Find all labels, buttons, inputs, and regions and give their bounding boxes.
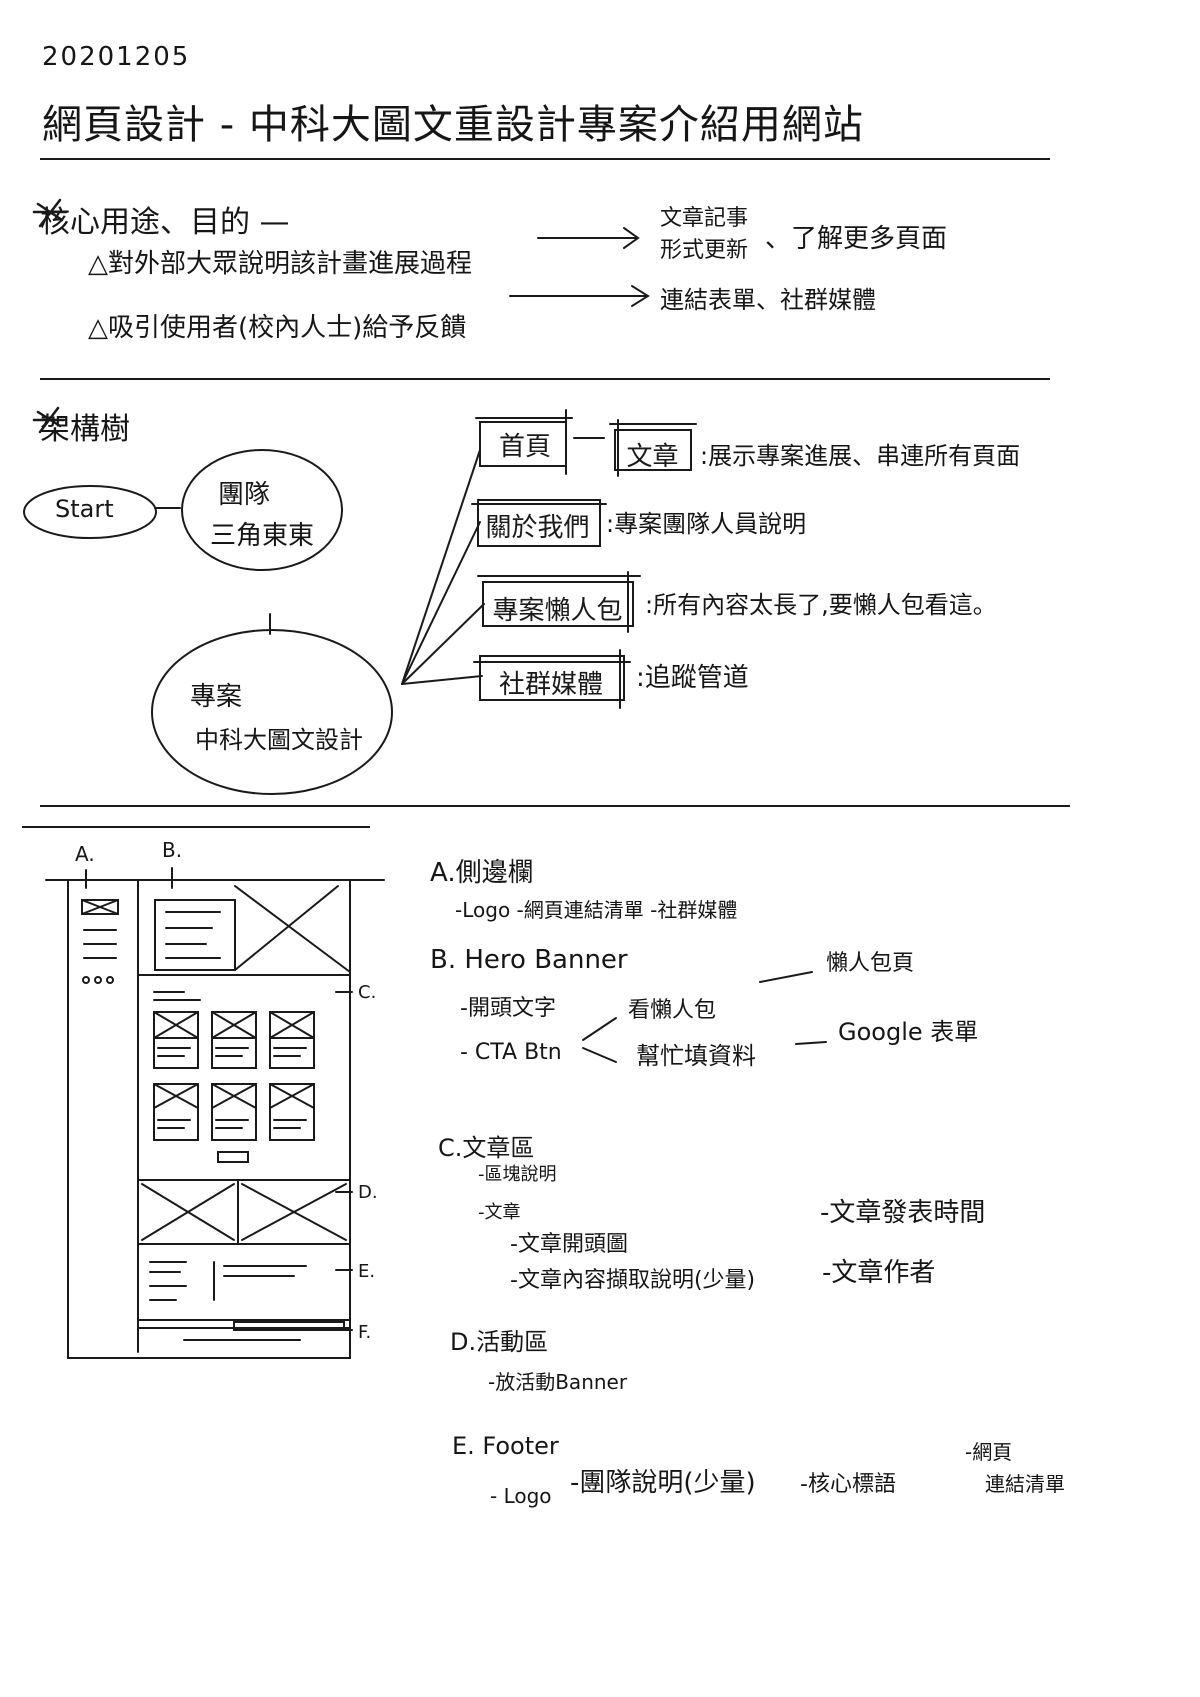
wireframe-label-a: A. xyxy=(75,842,95,866)
tree-heading: 架構樹 xyxy=(40,412,130,447)
page-title: 網頁設計 - 中科大圖文重設計專案介紹用網站 xyxy=(42,102,864,148)
note-b-branch2-target: Google 表單 xyxy=(838,1018,979,1046)
purpose-item-1-result-line2: 形式更新 xyxy=(660,238,749,263)
note-e-item2: -團隊說明(少量) xyxy=(570,1468,756,1498)
branch-about xyxy=(401,521,481,685)
wireframe-page xyxy=(67,879,351,1359)
team-label-line2: 三角東東 xyxy=(210,521,315,551)
project-label-line1: 專案 xyxy=(190,682,243,712)
project-ellipse xyxy=(151,629,393,795)
team-ellipse xyxy=(181,449,343,571)
branch-home xyxy=(401,449,481,685)
purpose-item-1: △對外部大眾說明該計畫進展過程 xyxy=(88,249,472,279)
node-about-box xyxy=(477,499,601,547)
team-label-line1: 團隊 xyxy=(218,480,271,510)
node-article-desc: :展示專案進展、串連所有頁面 xyxy=(700,442,1021,470)
note-c-item2: -文章 xyxy=(478,1202,521,1223)
note-d-item1: -放活動Banner xyxy=(488,1370,628,1394)
node-social-desc: :追蹤管道 xyxy=(636,663,749,693)
note-c-sub2: -文章內容擷取說明(少量) xyxy=(510,1268,756,1293)
node-home-box xyxy=(479,421,567,467)
arrow-head-1 xyxy=(623,227,640,249)
project-label-line2: 中科大圖文設計 xyxy=(195,726,363,754)
note-c-sub4: -文章作者 xyxy=(822,1258,936,1288)
node-article-box xyxy=(614,429,692,471)
note-b-branch2: 幫忙填資料 xyxy=(636,1042,756,1070)
branch-social xyxy=(401,675,483,685)
purpose-heading: 核心用途、目的 — xyxy=(40,205,290,240)
wireframe-label-f: F. xyxy=(358,1322,372,1343)
node-kit-desc: :所有內容太長了,要懶人包看這。 xyxy=(645,591,997,619)
purpose-item-1-result-extra: 、了解更多頁面 xyxy=(765,224,948,254)
note-b-branch1-target: 懶人包頁 xyxy=(826,951,915,976)
node-social-box xyxy=(479,655,625,701)
kit-target-line xyxy=(759,971,813,983)
note-c-sub1: -文章開頭圖 xyxy=(510,1232,628,1257)
node-kit-label: 專案懶人包 xyxy=(492,596,623,626)
purpose-item-1-result-line1: 文章記事 xyxy=(660,206,749,231)
cta-branch-up xyxy=(582,1017,617,1041)
purpose-bullet-icon xyxy=(32,198,68,228)
note-b-item2: - CTA Btn xyxy=(460,1040,562,1065)
note-b-title: B. Hero Banner xyxy=(430,945,628,975)
purpose-item-2-result: 連結表單、社群媒體 xyxy=(660,286,876,314)
note-b-branch1: 看懶人包 xyxy=(628,998,717,1023)
purpose-item-2: △吸引使用者(校內人士)給予反饋 xyxy=(88,313,467,343)
wireframe-label-b: B. xyxy=(162,838,183,862)
divider-2 xyxy=(40,378,1050,380)
node-social-label: 社群媒體 xyxy=(498,670,603,700)
note-e-item1: - Logo xyxy=(490,1484,552,1508)
note-a-items: -Logo -網頁連結清單 -社群媒體 xyxy=(455,898,738,922)
start-label: Start xyxy=(55,495,114,523)
note-c-item1: -區塊說明 xyxy=(478,1164,557,1185)
date: 20201205 xyxy=(42,42,191,72)
note-c-title: C.文章區 xyxy=(438,1134,535,1162)
node-about-label: 關於我們 xyxy=(485,513,590,543)
node-article-label: 文章 xyxy=(626,442,679,472)
node-about-desc: :專案團隊人員說明 xyxy=(606,510,807,538)
divider-4 xyxy=(22,826,370,828)
cta-branch-down xyxy=(582,1047,617,1063)
divider-1 xyxy=(40,158,1050,160)
note-e-title: E. Footer xyxy=(452,1432,559,1460)
tree-bullet-icon xyxy=(32,406,66,434)
note-e-item4-line2: 連結清單 xyxy=(985,1472,1065,1496)
node-home-label: 首頁 xyxy=(498,432,551,462)
note-c-sub3: -文章發表時間 xyxy=(820,1198,986,1228)
divider-3 xyxy=(40,805,1070,807)
arrow-head-2 xyxy=(631,285,650,307)
wireframe-label-c: C. xyxy=(358,982,377,1003)
note-a-title: A.側邊欄 xyxy=(430,858,534,888)
wireframe-label-e: E. xyxy=(358,1261,376,1282)
note-b-item1: -開頭文字 xyxy=(460,996,556,1021)
note-d-title: D.活動區 xyxy=(450,1328,549,1356)
note-e-item4-line1: -網頁 xyxy=(965,1440,1013,1464)
wireframe-label-d: D. xyxy=(358,1182,378,1203)
wireframe xyxy=(45,867,385,1359)
form-target-line xyxy=(795,1041,827,1045)
note-e-item3: -核心標語 xyxy=(800,1472,896,1497)
node-kit-box xyxy=(482,581,634,627)
start-ellipse xyxy=(23,485,157,539)
branch-kit xyxy=(401,603,485,685)
